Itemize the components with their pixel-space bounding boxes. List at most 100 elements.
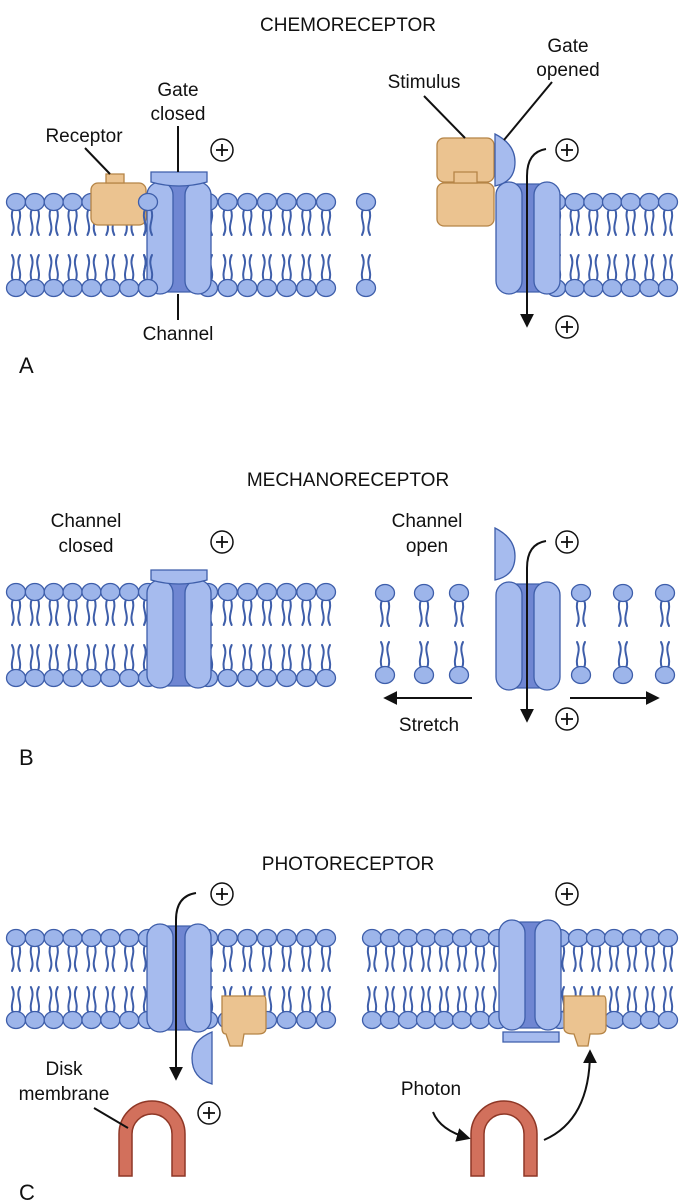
lipid-head	[603, 1010, 625, 1030]
closed-gate	[150, 171, 208, 187]
channel-wall	[533, 181, 561, 295]
lipid-head	[256, 192, 278, 212]
lipid-head	[469, 1010, 491, 1030]
lipid-head	[118, 582, 140, 602]
lipid-head	[5, 278, 27, 298]
lipid-head	[217, 278, 238, 298]
lipid-tail	[29, 986, 40, 1014]
lipid-tail	[86, 254, 97, 282]
panel-a-left-membrane: Receptor Gate closed Channel	[5, 80, 337, 345]
channel-closed-label: Channel	[51, 511, 122, 532]
lipid-tail	[124, 598, 135, 626]
lipid-head	[620, 192, 641, 212]
lipid-head	[100, 928, 121, 948]
lipid-tail	[301, 598, 312, 626]
lipid-tail	[242, 598, 253, 626]
lipid-tail	[222, 254, 233, 282]
lipid-tail	[456, 944, 468, 972]
lipid-head	[397, 928, 419, 948]
lipid-tail	[48, 598, 59, 626]
lipid-tail	[606, 208, 618, 236]
lipid-tail	[222, 944, 233, 972]
lipid-head	[433, 1010, 455, 1030]
lipid-tail	[662, 944, 674, 972]
lipid-head	[62, 192, 83, 212]
disk-membrane-label: membrane	[19, 1084, 110, 1105]
lipid-tail	[569, 208, 580, 236]
lipid-tail	[438, 986, 450, 1014]
lipid-tail	[418, 599, 430, 627]
stretch-label: Stretch	[399, 715, 459, 736]
lipid-tail	[281, 598, 292, 626]
lipid-tail	[86, 598, 97, 626]
lipid-head	[81, 928, 102, 948]
lipid-head	[601, 278, 623, 298]
lipid-tail	[608, 944, 620, 972]
channel-closed-label: closed	[59, 536, 114, 557]
lipid-tail	[644, 944, 656, 972]
lipid-head	[570, 583, 592, 603]
lipid-head	[564, 278, 585, 298]
lipid-head	[118, 1010, 140, 1030]
lipid-tail	[105, 644, 116, 672]
lipid-head	[315, 192, 337, 212]
disk-membrane-label: Disk	[46, 1059, 83, 1080]
lipid-head	[355, 278, 377, 298]
lipid-head	[81, 1010, 102, 1030]
lipid-tail	[625, 254, 636, 282]
gate-closed-label: closed	[151, 104, 206, 125]
lipid-tail	[644, 986, 656, 1014]
open-gate	[494, 526, 516, 581]
lipid-tail	[659, 599, 671, 627]
lipid-head	[100, 668, 121, 688]
lipid-head	[654, 583, 676, 603]
lipid-tail	[124, 986, 135, 1014]
lipid-tail	[29, 254, 40, 282]
lipid-head	[374, 583, 396, 603]
closed-gate	[150, 569, 208, 585]
lipid-tail	[48, 208, 59, 236]
lipid-head	[413, 583, 435, 603]
panel-c-photoreceptor: PHOTORECEPTOR Disk membrane	[5, 854, 679, 1200]
lipid-head	[118, 928, 140, 948]
lipid-tail	[588, 208, 599, 236]
panel-letter: A	[19, 353, 34, 378]
lipid-head	[256, 582, 278, 602]
lipid-tail	[438, 944, 450, 972]
ion-flow-arrow	[520, 148, 547, 328]
lipid-head	[137, 192, 159, 212]
gate-opened-label: opened	[536, 60, 599, 81]
lipid-tail	[626, 944, 638, 972]
channel-wall	[495, 181, 523, 295]
lipid-tail	[366, 986, 378, 1014]
lipid-tail	[281, 254, 292, 282]
lipid-tail	[320, 208, 332, 236]
lipid-head	[237, 582, 258, 602]
lipid-tail	[86, 644, 97, 672]
lipid-head	[469, 928, 491, 948]
lipid-head	[237, 192, 258, 212]
lipid-tail	[29, 208, 40, 236]
panel-letter: B	[19, 745, 34, 770]
lipid-tail	[384, 986, 396, 1014]
receptor-protein	[436, 182, 495, 227]
lipid-tail	[662, 208, 674, 236]
lipid-tail	[418, 641, 430, 669]
lipid-head	[361, 928, 383, 948]
lipid-head	[217, 192, 238, 212]
lipid-head	[448, 665, 470, 685]
lipid-head	[276, 582, 297, 602]
lipid-tail	[67, 254, 78, 282]
lipid-head	[612, 665, 634, 685]
lipid-head	[256, 668, 278, 688]
lipid-head	[620, 278, 641, 298]
lipid-head	[276, 192, 297, 212]
lipid-tail	[320, 598, 332, 626]
lipid-head	[81, 668, 102, 688]
lipid-head	[62, 1010, 83, 1030]
lipid-tail	[301, 254, 312, 282]
channel-wall	[534, 919, 562, 1031]
photopigment-protein	[221, 995, 267, 1047]
lipid-head	[657, 278, 679, 298]
lipid-tail	[379, 641, 391, 669]
